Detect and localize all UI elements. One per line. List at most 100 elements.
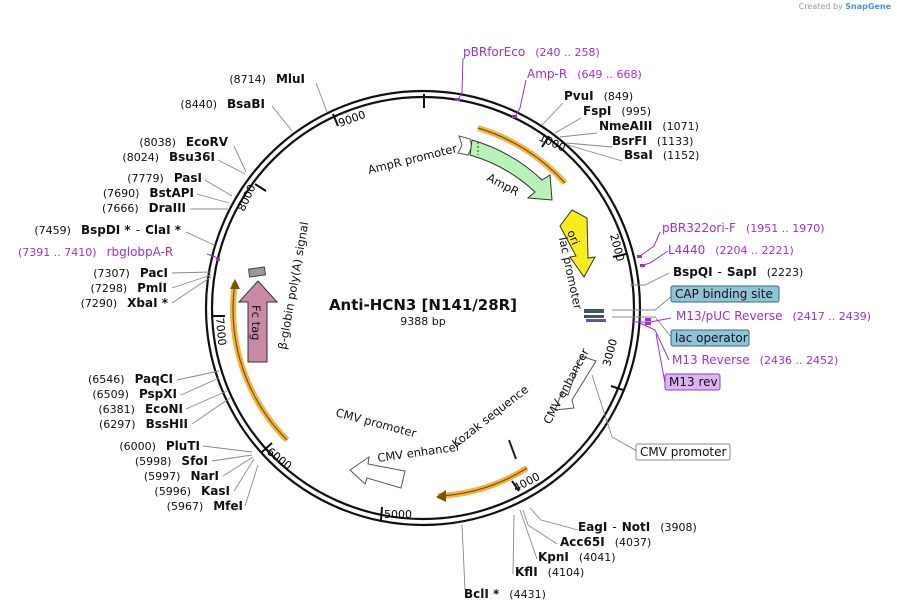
cmv-promoter-box[interactable]: [635, 443, 731, 461]
site-bsu36i[interactable]: (8024) Bsu36I: [122, 150, 215, 164]
primer-mark-l4440: [640, 264, 645, 267]
cmv-inner-arrow[interactable]: [349, 455, 406, 489]
connector-xbai: [171, 276, 212, 304]
primer-amp-r[interactable]: Amp-R(649 .. 668): [527, 67, 642, 81]
plasmid-size: 9388 bp: [400, 315, 445, 328]
site-bsai[interactable]: BsaI(1152): [624, 148, 699, 162]
connector-bsai: [567, 144, 623, 162]
site-bsrfi[interactable]: BsrFI (1133): [612, 134, 693, 148]
site-sfoi[interactable]: (5998)SfoI: [135, 454, 208, 468]
site-name: PmlI: [137, 281, 167, 295]
m13-rev-box[interactable]: [664, 373, 721, 391]
tick-label-2000: 2000: [607, 232, 627, 262]
primer-range: (2436 .. 2452): [760, 354, 839, 367]
polya-signal-label: β-globin poly(A) signal: [275, 221, 311, 351]
site-fspi[interactable]: FspI(995): [583, 104, 651, 118]
primer-l4440[interactable]: L4440(2204 .. 2221): [668, 243, 794, 257]
site-acc65i[interactable]: Acc65I(4037): [560, 535, 651, 549]
tick-label-8000: 8000: [235, 182, 259, 213]
site-pos: (1133): [657, 135, 694, 148]
site-bspdi-clai[interactable]: (7459)BspDI *-ClaI *: [34, 223, 181, 237]
site-name: Bsu36I: [169, 150, 215, 164]
site-nmeaiii[interactable]: NmeAIII(1071): [599, 119, 699, 133]
site-mlui[interactable]: (8714)MluI: [229, 72, 305, 86]
site-bsshii[interactable]: (6297)BssHII: [99, 417, 188, 431]
connector-mlui: [315, 82, 328, 113]
connector-nari: [222, 456, 254, 477]
ampr-promoter-arrow[interactable]: [457, 135, 473, 156]
site-name: MfeI: [213, 499, 243, 513]
cmv-enhancer-right-arrow[interactable]: [554, 355, 597, 411]
cmv-promoter-label: CMV promoter: [640, 445, 727, 459]
cap-binding-site-label: CAP binding site: [675, 287, 773, 301]
site-paqci[interactable]: (6546)PaqCI: [88, 372, 173, 386]
site-pmli[interactable]: (7298)PmlI: [91, 281, 167, 295]
site-bspqi-sapi[interactable]: BspQI-SapI(2223): [673, 265, 803, 279]
site-pos: (1071): [662, 120, 699, 133]
tick-mark-3000: [610, 385, 624, 391]
site-draiii[interactable]: (7666)DraIII: [102, 201, 186, 215]
primer-name: pBRforEco: [463, 45, 525, 59]
fc-tag-label: Fc tag: [249, 305, 263, 340]
ori-arrow[interactable]: [559, 209, 596, 278]
primer-m13-puc-reverse[interactable]: M13/pUC Reverse(2417 .. 2439): [676, 309, 871, 323]
connector-kpni: [519, 509, 538, 560]
site-eagi-noti[interactable]: EagI-NotI(3908): [578, 520, 697, 534]
cmv-enhancer-right-label: CMV enhancer: [540, 346, 592, 427]
site-paci[interactable]: (7307)PacI: [93, 266, 168, 280]
site-name: FspI: [583, 104, 611, 118]
connector-econi: [185, 390, 228, 410]
primer-mark-m13rev: [645, 322, 651, 325]
site-nari[interactable]: (5997)NarI: [144, 469, 219, 483]
primer-pbrforeco[interactable]: pBRforEco (240 .. 258): [463, 45, 600, 59]
ampr-arrow[interactable]: [469, 139, 553, 201]
site-pos: (6546): [88, 373, 125, 386]
polya-signal-marker[interactable]: [247, 266, 267, 278]
sites-bottom: EagI-NotI(3908) Acc65I(4037) KpnI(4041) …: [464, 520, 697, 601]
connector-cap: [612, 295, 673, 311]
primer-name: L4440: [668, 243, 705, 257]
site-name: EagI: [578, 520, 607, 534]
tick-mark-9000: [332, 113, 339, 127]
connector-kfli: [512, 514, 515, 575]
primer-marks: [216, 98, 651, 325]
tick-mark-6000: [261, 442, 273, 453]
fc-tag-arrow[interactable]: [237, 280, 279, 363]
site-pspxi[interactable]: (6509)PspXI: [92, 387, 177, 401]
site-name: BsrFI: [612, 134, 647, 148]
site-pos: (8024): [122, 151, 159, 164]
site-kpni[interactable]: KpnI(4041): [538, 550, 615, 564]
site-ecorv[interactable]: (8038)EcoRV: [139, 135, 228, 149]
primer-range: (2417 .. 2439): [793, 310, 872, 323]
site-pos: (7307): [93, 267, 130, 280]
primer-name: M13 Reverse: [672, 353, 750, 367]
primer-connector-m13rev: [639, 322, 670, 361]
site-xbai[interactable]: (7290)XbaI *: [81, 296, 169, 310]
site-kfli[interactable]: KflI(4104): [515, 565, 584, 579]
site-pos: (4104): [548, 566, 585, 579]
primer-range: (240 .. 258): [535, 46, 600, 59]
site-pasi[interactable]: (7779)PasI: [127, 171, 202, 185]
primer-range: (1951 .. 1970): [746, 222, 825, 235]
site-kasi[interactable]: (5996)KasI: [154, 484, 230, 498]
site-bstapi[interactable]: (7690)BstAPI: [103, 186, 194, 200]
site-sep: -: [136, 223, 140, 237]
site-bcli[interactable]: BclI *(4431): [464, 587, 546, 601]
site-pvui[interactable]: PvuI(849): [564, 89, 633, 103]
lac-operator-box[interactable]: [670, 329, 750, 347]
primer-pbr322ori-f[interactable]: pBR322ori-F(1951 .. 1970): [662, 221, 825, 235]
site-name: NarI: [190, 469, 219, 483]
site-pluti[interactable]: (6000)PluTI: [119, 439, 200, 453]
primer-m13-reverse[interactable]: M13 Reverse (2436 .. 2452): [672, 353, 838, 367]
connector-lines: [171, 82, 673, 591]
cap-site-marker: [584, 309, 604, 313]
cap-binding-site-box[interactable]: [670, 285, 780, 303]
primer-rbglobpa-r[interactable]: (7391 .. 7410)rbglobpA-R: [18, 245, 173, 259]
primer-connector-ampr: [515, 79, 527, 116]
tick-label-7000: 7000: [213, 317, 228, 346]
connector-pvui: [541, 102, 564, 126]
site-econi[interactable]: (6381)EcoNI: [98, 402, 183, 416]
site-mfei[interactable]: (5967)MfeI: [167, 499, 243, 513]
site-bsabi[interactable]: (8440)BsaBI: [180, 97, 265, 111]
site-name: PasI: [174, 171, 202, 185]
